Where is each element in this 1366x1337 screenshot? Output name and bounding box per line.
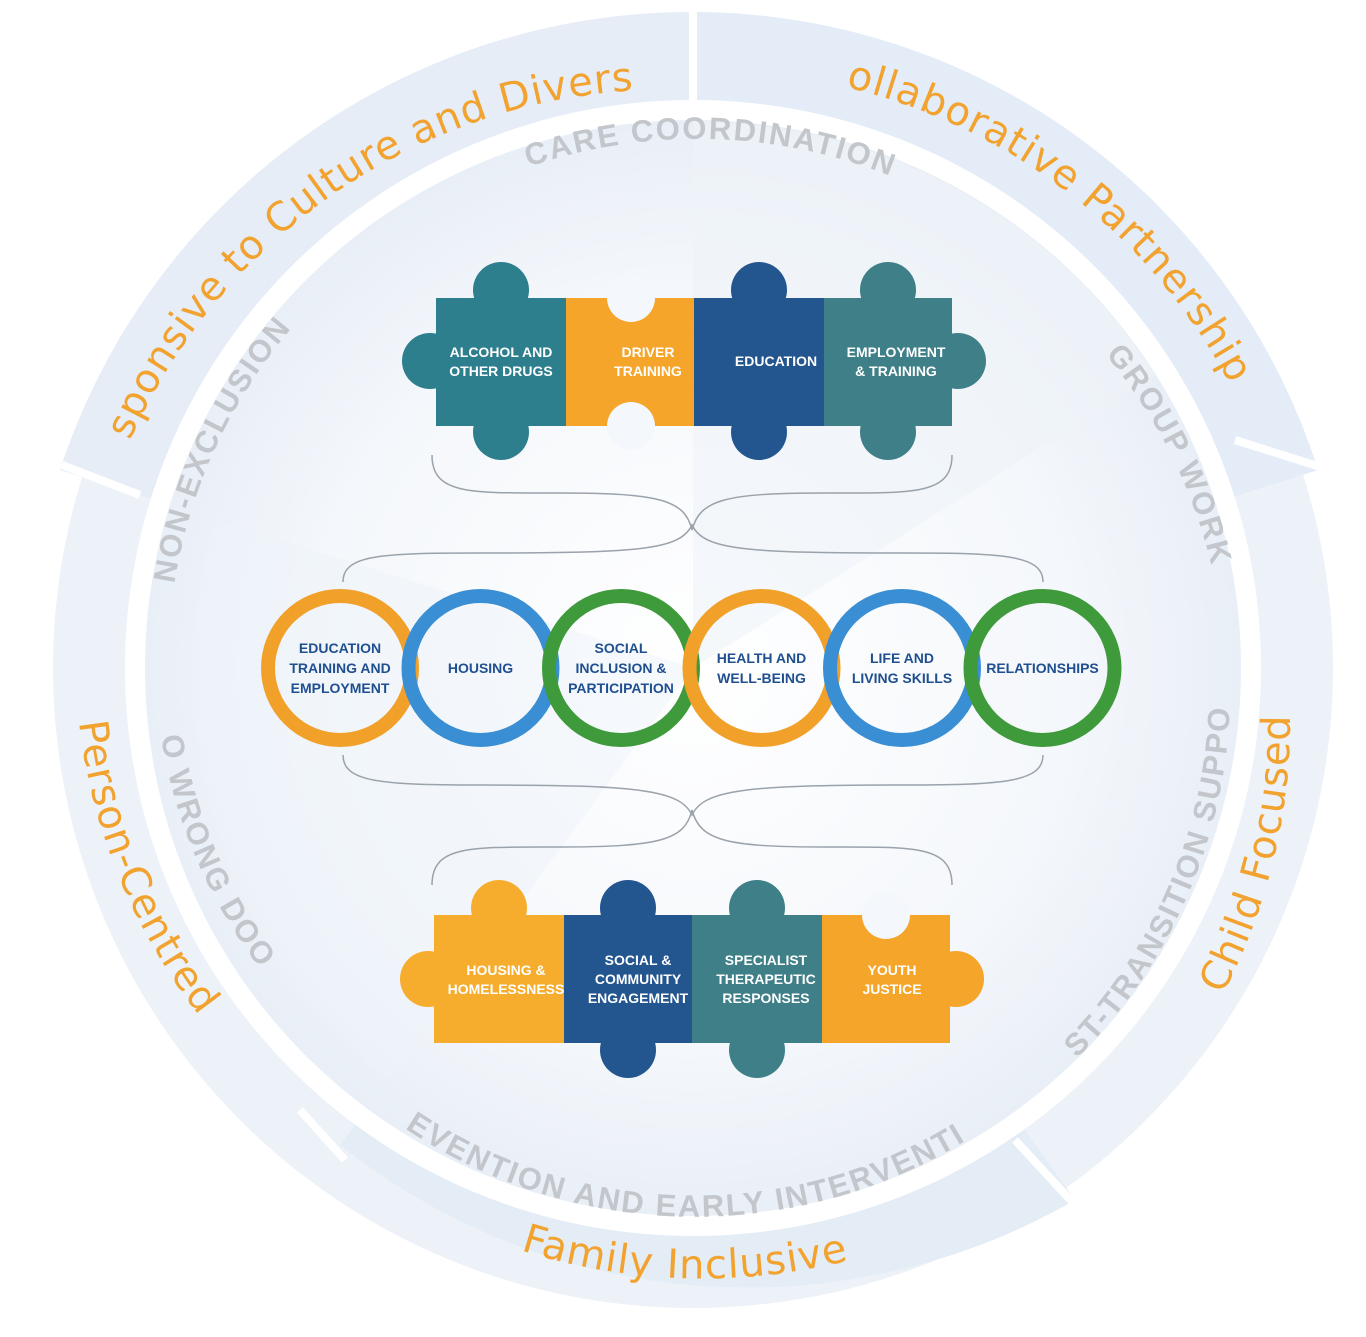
label-line: HOMELESSNESS: [448, 981, 565, 997]
label-line: LIFE AND: [870, 650, 934, 666]
piece-label: SPECIALIST THERAPEUTIC RESPONSES: [716, 952, 816, 1006]
ring-label: LIFE AND LIVING SKILLS: [852, 650, 952, 686]
label-line: HOUSING &: [466, 962, 545, 978]
label-line: EMPLOYMENT: [291, 680, 390, 696]
bottom-puzzle-row: HOUSING & HOMELESSNESS SOCIAL & COMMUNITY EN…: [400, 880, 984, 1078]
ring-divider: [1012, 1137, 1078, 1208]
puzzle-notch: [607, 402, 655, 450]
label-line: RELATIONSHIPS: [986, 660, 1099, 676]
puzzle-piece: [564, 915, 692, 1043]
puzzle-tab-bottom: [731, 404, 787, 460]
ring-divider: [60, 461, 142, 499]
puzzle-tab-top: [860, 262, 916, 318]
puzzle-notch: [607, 274, 655, 322]
label-line: HOUSING: [448, 660, 513, 676]
label-line: EDUCATION: [299, 640, 381, 656]
label-line: HEALTH AND: [717, 650, 806, 666]
piece-label: ALCOHOL AND OTHER DRUGS: [449, 344, 552, 379]
rings-row: EDUCATION TRAINING AND EMPLOYMENT HOUSING SO…: [261, 589, 1122, 747]
label-line: TRAINING AND: [289, 660, 390, 676]
ring-label: EDUCATION TRAINING AND EMPLOYMENT: [289, 640, 390, 696]
puzzle-piece: [692, 915, 822, 1043]
puzzle-tab-top: [600, 880, 656, 936]
piece-label: DRIVER TRAINING: [614, 344, 682, 379]
piece-label: YOUTH JUSTICE: [862, 962, 921, 997]
brace-bottom: [431, 809, 953, 886]
label-line: INCLUSION &: [576, 660, 667, 676]
puzzle-tab-bottom: [729, 1022, 785, 1078]
top-puzzle-row: ALCOHOL AND OTHER DRUGS DRIVER TRAINING ED…: [402, 262, 986, 460]
piece-label: HOUSING & HOMELESSNESS: [448, 962, 565, 997]
puzzle-tab-top: [729, 880, 785, 936]
puzzle-tab-bottom: [600, 1022, 656, 1078]
label-line: ALCOHOL AND: [450, 344, 553, 360]
label-line: & TRAINING: [855, 363, 937, 379]
label-line: SOCIAL &: [605, 952, 672, 968]
ring-divider: [1233, 436, 1332, 474]
brace-mid-bottom: [342, 754, 1044, 817]
label-line: JUSTICE: [862, 981, 921, 997]
label-line: THERAPEUTIC: [716, 971, 816, 987]
ring-label: RELATIONSHIPS: [986, 660, 1099, 676]
ring-divider: [297, 1107, 348, 1163]
brace-top: [431, 454, 953, 531]
puzzle-tab-left: [402, 333, 458, 389]
puzzle-tab-top: [471, 880, 527, 936]
label-line: YOUTH: [868, 962, 917, 978]
label-line: OTHER DRUGS: [449, 363, 552, 379]
puzzle-tab-right: [928, 951, 984, 1007]
piece-label: EDUCATION: [735, 353, 817, 369]
brace-mid-top: [342, 523, 1044, 583]
ring-label: SOCIAL INCLUSION & PARTICIPATION: [568, 640, 674, 696]
piece-label: SOCIAL & COMMUNITY ENGAGEMENT: [588, 952, 689, 1006]
label-line: SPECIALIST: [725, 952, 808, 968]
label-line: EMPLOYMENT: [847, 344, 946, 360]
label-line: ENGAGEMENT: [588, 990, 689, 1006]
inner-disc-segment: [192, 520, 693, 1080]
puzzle-tab-left: [400, 951, 456, 1007]
ring-label: HEALTH AND WELL-BEING: [717, 650, 806, 686]
label-line: WELL-BEING: [717, 670, 806, 686]
label-line: COMMUNITY: [595, 971, 682, 987]
ring-label: HOUSING: [448, 660, 513, 676]
label-line: DRIVER: [622, 344, 675, 360]
puzzle-tab-bottom: [473, 404, 529, 460]
puzzle-tab-top: [731, 262, 787, 318]
puzzle-tab-right: [930, 333, 986, 389]
puzzle-notch: [862, 891, 910, 939]
label-line: SOCIAL: [595, 640, 648, 656]
label-line: PARTICIPATION: [568, 680, 674, 696]
puzzle-tab-bottom: [860, 404, 916, 460]
label-line: EDUCATION: [735, 353, 817, 369]
label-line: RESPONSES: [722, 990, 809, 1006]
puzzle-tab-top: [473, 262, 529, 318]
label-line: LIVING SKILLS: [852, 670, 952, 686]
label-line: TRAINING: [614, 363, 682, 379]
outcome-ring: [963, 589, 1122, 747]
piece-label: EMPLOYMENT & TRAINING: [847, 344, 946, 379]
